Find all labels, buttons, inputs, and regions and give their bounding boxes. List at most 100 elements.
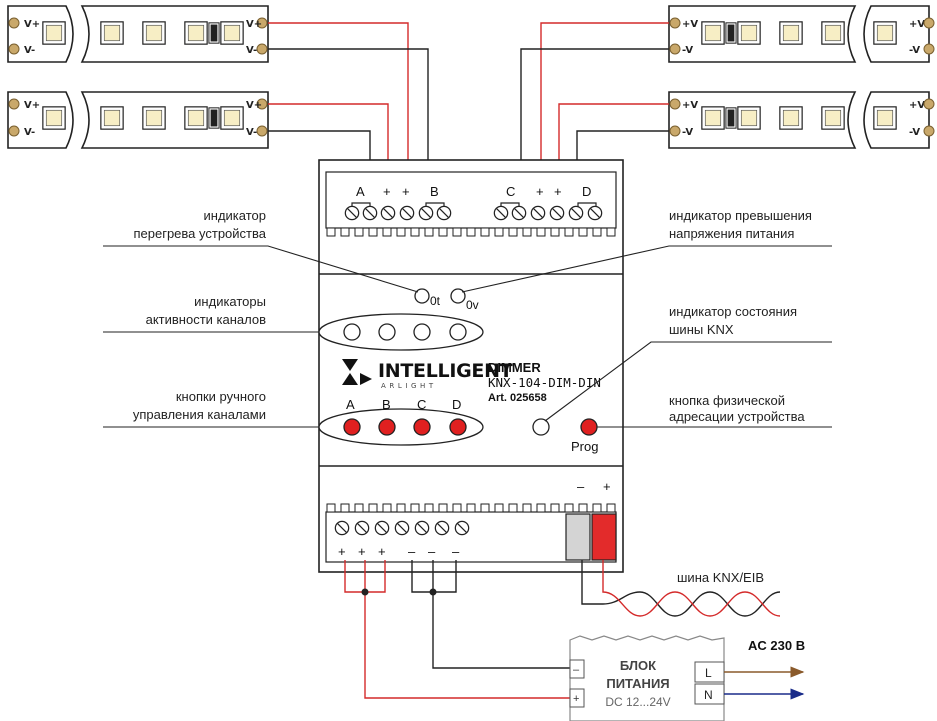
led-chip-icon — [142, 106, 166, 130]
callout-text: кнопки ручного — [176, 389, 266, 404]
strip-pad-icon — [923, 98, 935, 110]
callout-text: напряжения питания — [669, 226, 794, 241]
strip-pad-icon — [8, 17, 20, 29]
strip-pad-icon — [669, 43, 681, 55]
wire-strip2-plus — [268, 103, 389, 180]
psu-minus-label: – — [573, 664, 580, 676]
callout-text: индикатор состояния — [669, 304, 797, 319]
plus-label: + — [536, 184, 544, 199]
led-chip-icon — [100, 106, 124, 130]
strip-pad-icon — [256, 17, 268, 29]
strip-label-pos: +V — [682, 100, 698, 111]
strip-label-pos: V+ — [246, 19, 262, 30]
channel-c-button[interactable] — [413, 418, 431, 436]
callout-overheat: индикатор перегрева устройства — [103, 208, 419, 293]
led-chip-icon — [220, 21, 244, 45]
psu-n-label: N — [704, 688, 713, 702]
channel-d-activity-indicator — [449, 323, 467, 341]
led-chip-icon — [220, 106, 244, 130]
callout-text: шины KNX — [669, 322, 734, 337]
screw-terminal-icon — [549, 205, 565, 221]
strip-label-pos: +V — [909, 19, 925, 30]
strip-top-left: V+ V- V+ V- — [7, 5, 269, 63]
plus-label: + — [402, 184, 410, 199]
screw-terminal-icon — [394, 520, 410, 536]
callout-channel-activity: индикаторы активности каналов — [103, 294, 319, 333]
overheat-indicator-label: 0t — [430, 294, 441, 308]
led-chip-icon — [779, 106, 803, 130]
plus-label: + — [358, 544, 366, 559]
led-chip-icon — [737, 21, 761, 45]
strip-pad-icon — [669, 17, 681, 29]
manual-buttons: A B C D — [318, 397, 484, 446]
wires-bottom — [344, 560, 570, 699]
screw-terminal-icon — [511, 205, 527, 221]
wire-strip1-plus — [268, 22, 409, 180]
button-label-a: A — [346, 397, 355, 412]
button-label-c: C — [417, 397, 426, 412]
bus-plus-label: + — [603, 479, 611, 494]
screw-terminal-icon — [587, 205, 603, 221]
psu-plus-label: + — [573, 693, 579, 705]
minus-label: – — [428, 544, 436, 559]
wires-top — [268, 22, 669, 180]
psu-title-line1: БЛОК — [620, 658, 656, 673]
minus-label: – — [408, 544, 416, 559]
channel-c-activity-indicator — [413, 323, 431, 341]
screw-terminal-icon — [454, 520, 470, 536]
callout-text: активности каналов — [146, 312, 266, 327]
model-info: DIMMER KNX-104-DIM-DIN Art. 025658 — [488, 360, 601, 404]
screw-terminal-icon — [530, 205, 546, 221]
button-label-b: B — [382, 397, 391, 412]
logo-icon — [342, 359, 358, 371]
strip-label-neg: -V — [682, 45, 693, 56]
junction-dot — [361, 588, 369, 596]
channel-a-button[interactable] — [343, 418, 361, 436]
strip-label-pos: +V — [909, 100, 925, 111]
resistor-icon — [725, 22, 737, 44]
callout-text: перегрева устройства — [133, 226, 266, 241]
wire-strip3-plus — [540, 22, 669, 180]
psu-l-label: L — [705, 666, 712, 680]
led-chip-icon — [42, 21, 66, 45]
channel-d-button[interactable] — [449, 418, 467, 436]
knx-bus-terminal: – + — [565, 479, 617, 561]
callout-manual-buttons: кнопки ручного управления каналами — [103, 389, 319, 428]
plus-label: + — [383, 184, 391, 199]
strip-pad-icon — [923, 43, 935, 55]
wire-strip4-plus — [558, 103, 669, 180]
led-chip-icon — [100, 21, 124, 45]
strip-mid-right: +V -V +V -V — [668, 91, 935, 149]
vent-bottom — [326, 503, 616, 513]
bus-minus-terminal — [565, 513, 591, 561]
strip-mid-left: V+ V- V+ V- — [7, 91, 269, 149]
led-chip-icon — [142, 21, 166, 45]
screw-terminal-icon — [354, 520, 370, 536]
screw-terminal-icon — [399, 205, 415, 221]
wire-psu-minus — [432, 560, 570, 669]
channel-b-activity-indicator — [378, 323, 396, 341]
callout-text: индикатор — [204, 208, 266, 223]
screw-terminal-icon — [436, 205, 452, 221]
junction-dot — [429, 588, 437, 596]
resistor-icon — [208, 107, 220, 129]
callout-text: кнопка физической — [669, 393, 785, 408]
wire-strip1-minus — [268, 48, 429, 180]
strip-top-right: +V -V +V -V — [668, 5, 935, 63]
channel-d-label: D — [582, 184, 591, 199]
prog-button[interactable] — [580, 418, 598, 436]
callout-phys-address: кнопка физической адресации устройства — [597, 393, 832, 428]
strip-pad-icon — [256, 125, 268, 137]
channel-b-button[interactable] — [378, 418, 396, 436]
knx-status-indicator — [532, 418, 550, 436]
minus-label: – — [452, 544, 460, 559]
strip-pad-icon — [256, 43, 268, 55]
plus-label: + — [338, 544, 346, 559]
screw-terminal-icon — [568, 205, 584, 221]
resistor-icon — [208, 22, 220, 44]
screw-terminal-icon — [362, 205, 378, 221]
screw-terminal-icon — [374, 520, 390, 536]
article-number: Art. 025658 — [488, 392, 547, 404]
callout-text: управления каналами — [133, 407, 266, 422]
